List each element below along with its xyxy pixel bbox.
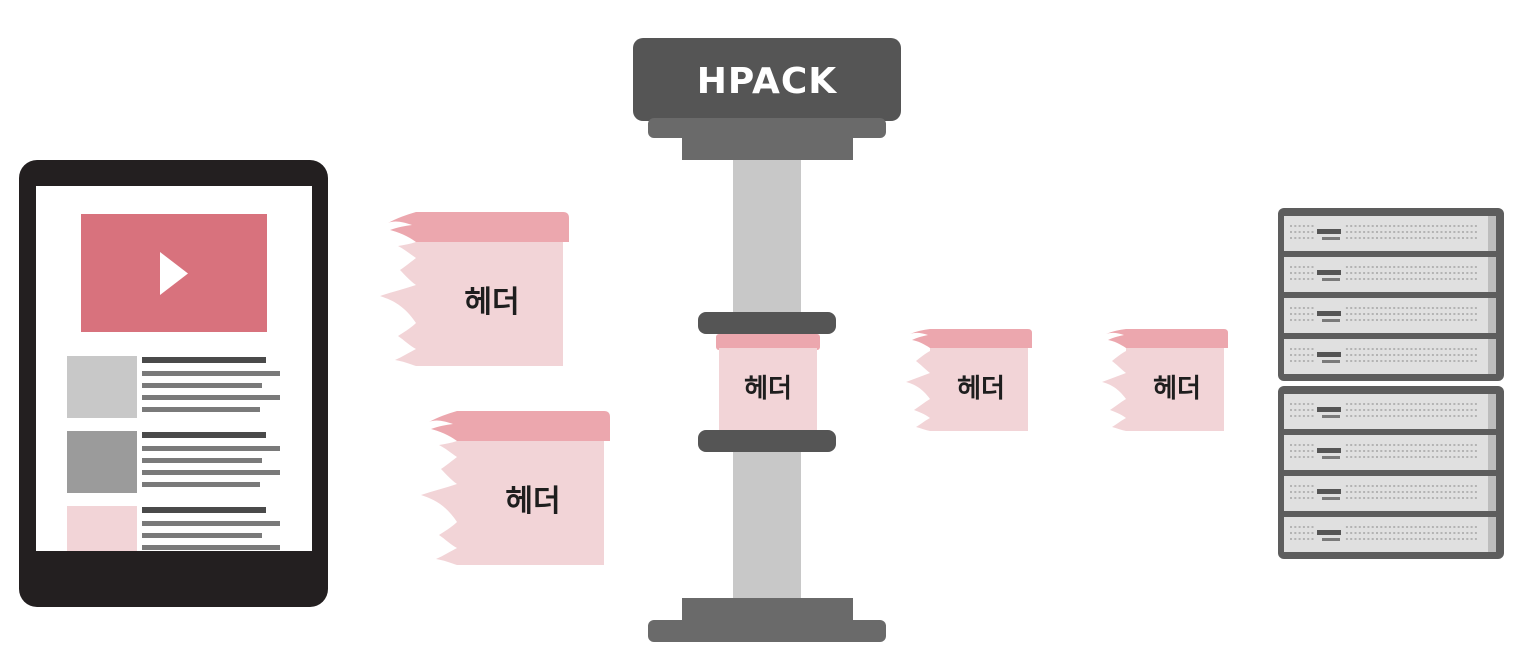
header-note-large-2: 헤더 <box>421 411 610 565</box>
header-note-compressed: 헤더 <box>716 334 820 430</box>
header-label: 헤더 <box>1153 374 1201 404</box>
header-label: 헤더 <box>464 285 519 320</box>
play-icon <box>160 252 188 295</box>
list-item <box>67 431 280 493</box>
hpack-press: HPACK 헤더 <box>633 38 901 642</box>
hpack-label: HPACK <box>697 61 837 102</box>
server-rack-icon <box>1278 208 1504 559</box>
server-unit <box>1284 216 1496 251</box>
press-plate-bottom <box>698 430 836 452</box>
server-chassis <box>1278 386 1504 559</box>
header-label: 헤더 <box>505 484 560 519</box>
server-unit <box>1284 339 1496 374</box>
server-unit <box>1284 298 1496 333</box>
server-chassis <box>1278 208 1504 381</box>
server-unit <box>1284 394 1496 429</box>
header-label: 헤더 <box>957 374 1005 404</box>
header-label: 헤더 <box>744 374 792 404</box>
server-unit <box>1284 476 1496 511</box>
header-note-small-1: 헤더 <box>906 329 1032 431</box>
list-item <box>67 356 280 418</box>
header-note-large-1: 헤더 <box>380 212 569 366</box>
server-unit <box>1284 435 1496 470</box>
server-unit <box>1284 257 1496 292</box>
list-item <box>67 506 280 551</box>
press-plate-top <box>698 312 836 334</box>
server-unit <box>1284 517 1496 552</box>
tablet-icon <box>19 160 328 607</box>
header-note-small-2: 헤더 <box>1102 329 1228 431</box>
